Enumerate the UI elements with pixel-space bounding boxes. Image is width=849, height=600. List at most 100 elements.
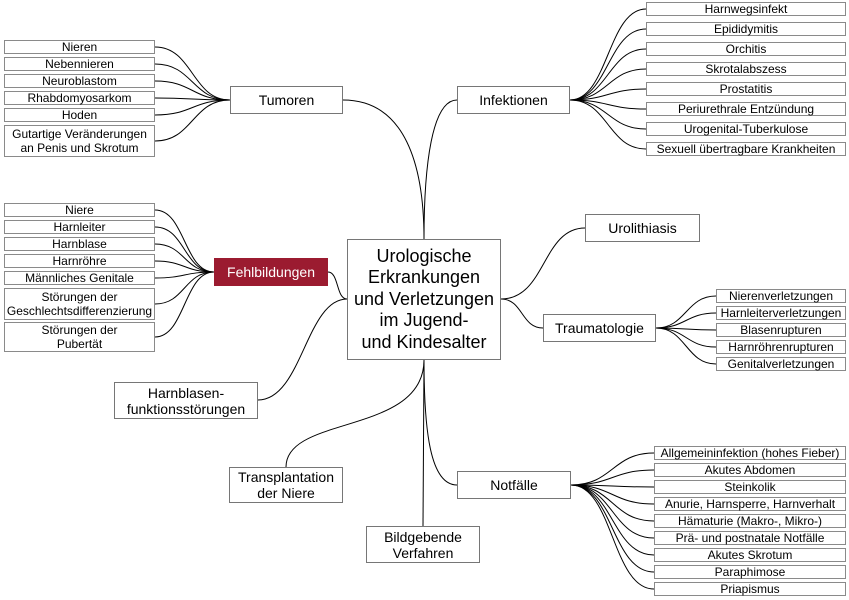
connector-traumatologie-item xyxy=(655,327,717,365)
connector-center-infektionen xyxy=(423,99,458,240)
subtopic-periurethrale-entzuendung: Periurethrale Entzündung xyxy=(646,102,846,116)
connector-center-tumoren xyxy=(342,99,425,240)
subtopic-allgemeininfektion: Allgemeininfektion (hohes Fieber) xyxy=(654,446,846,460)
topic-bildgebende-verfahren: Bildgebende Verfahren xyxy=(366,526,480,563)
topic-label-line-2: funktionsstörungen xyxy=(126,400,246,417)
connector-fehlbildungen-item xyxy=(154,271,215,279)
connector-center-transplantation xyxy=(285,359,425,468)
subtopic-prostatitis: Prostatitis xyxy=(646,82,846,96)
connector-tumoren-item xyxy=(154,80,231,101)
subtopic-pubertaet: Störungen der Pubertät xyxy=(4,322,155,352)
subtopic-sexuell-uebertragbare-krankheiten: Sexuell übertragbare Krankheiten xyxy=(646,142,846,156)
topic-tumoren: Tumoren xyxy=(230,86,343,114)
topic-label-line-1: Bildgebende xyxy=(384,528,462,545)
subtopic-line-1: Störungen der xyxy=(41,290,118,304)
connector-center-notfaelle xyxy=(423,359,458,486)
topic-label-line-1: Harnblasen- xyxy=(147,384,225,401)
topic-urolithiasis: Urolithiasis xyxy=(585,214,700,242)
subtopic-gutartige-veraenderungen: Gutartige Veränderungen an Penis und Skr… xyxy=(4,125,155,157)
connector-notfaelle-item xyxy=(570,469,655,486)
connector-tumoren-item xyxy=(154,63,231,101)
connector-tumoren-item xyxy=(154,99,231,116)
connector-fehlbildungen-item xyxy=(154,271,215,305)
connector-tumoren-item xyxy=(154,99,231,142)
connector-infektionen-item xyxy=(569,99,647,130)
subtopic-maennliches-genitale: Männliches Genitale xyxy=(4,271,155,285)
connector-center-traumatologie xyxy=(500,298,544,329)
subtopic-harnwegsinfekt: Harnwegsinfekt xyxy=(646,2,846,16)
subtopic-hoden: Hoden xyxy=(4,108,155,122)
topic-label-line-1: Transplantation xyxy=(238,469,334,485)
subtopic-genitalverletzungen: Genitalverletzungen xyxy=(716,357,846,371)
subtopic-anurie: Anurie, Harnsperre, Harnverhalt xyxy=(654,497,846,511)
topic-label-line-2: der Niere xyxy=(257,485,315,501)
central-topic-line-4: im Jugend- xyxy=(379,310,469,331)
topic-notfaelle: Notfälle xyxy=(457,471,571,499)
subtopic-rhabdomyosarkom: Rhabdomyosarkom xyxy=(4,91,155,105)
subtopic-harnroehre: Harnröhre xyxy=(4,254,155,268)
subtopic-haematurie: Hämaturie (Makro-, Mikro-) xyxy=(654,514,846,528)
subtopic-harnleiter: Harnleiter xyxy=(4,220,155,234)
subtopic-epididymitis: Epididymitis xyxy=(646,22,846,36)
connector-traumatologie-item xyxy=(655,327,717,348)
connector-fehlbildungen-item xyxy=(154,260,215,273)
subtopic-harnroehrenrupturen: Harnröhrenrupturen xyxy=(716,340,846,354)
subtopic-line-1: Störungen der xyxy=(41,323,118,337)
connector-infektionen-item xyxy=(569,8,647,101)
topic-fehlbildungen: Fehlbildungen xyxy=(214,258,328,286)
connector-fehlbildungen-item xyxy=(154,226,215,273)
subtopic-line-1: Gutartige Veränderungen xyxy=(12,127,147,141)
connector-notfaelle-item xyxy=(570,452,655,486)
subtopic-nierenverletzungen: Nierenverletzungen xyxy=(716,289,846,303)
subtopic-line-2: Geschlechtsdifferenzierung xyxy=(6,304,153,318)
connector-infektionen-item xyxy=(569,68,647,101)
connector-infektionen-item xyxy=(569,99,647,110)
connector-infektionen-item xyxy=(569,88,647,101)
connector-center-urolithiasis xyxy=(500,227,586,300)
central-topic-line-1: Urologische xyxy=(376,245,472,266)
central-topic-line-5: und Kindesalter xyxy=(361,331,487,352)
connector-infektionen-item xyxy=(569,28,647,101)
subtopic-akutes-skrotum: Akutes Skrotum xyxy=(654,548,846,562)
subtopic-nebennieren: Nebennieren xyxy=(4,57,155,71)
subtopic-geschlechtsdifferenzierung: Störungen der Geschlechtsdifferenzierung xyxy=(4,288,155,320)
subtopic-steinkolik: Steinkolik xyxy=(654,480,846,494)
subtopic-paraphimose: Paraphimose xyxy=(654,565,846,579)
subtopic-orchitis: Orchitis xyxy=(646,42,846,56)
connector-fehlbildungen-item xyxy=(154,243,215,273)
subtopic-skrotalabszess: Skrotalabszess xyxy=(646,62,846,76)
subtopic-praenatale-notfaelle: Prä- und postnatale Notfälle xyxy=(654,531,846,545)
subtopic-harnblase: Harnblase xyxy=(4,237,155,251)
subtopic-urogenital-tuberkulose: Urogenital-Tuberkulose xyxy=(646,122,846,136)
central-topic: Urologische Erkrankungen und Verletzunge… xyxy=(347,239,501,360)
connector-notfaelle-item xyxy=(570,484,655,590)
subtopic-line-2: an Penis und Skrotum xyxy=(20,141,139,155)
connector-tumoren-item xyxy=(154,46,231,101)
connector-infektionen-item xyxy=(569,99,647,150)
subtopic-niere: Niere xyxy=(4,203,155,217)
subtopic-blasenrupturen: Blasenrupturen xyxy=(716,323,846,337)
topic-label-line-2: Verfahren xyxy=(392,544,454,561)
connector-traumatologie-item xyxy=(655,295,717,329)
topic-harnblasenfunktionsstoerungen: Harnblasen- funktionsstörungen xyxy=(114,382,258,419)
connector-center-fehlbildungen xyxy=(327,271,348,300)
connector-notfaelle-item xyxy=(570,484,655,573)
central-topic-line-2: Erkrankungen xyxy=(367,267,481,288)
central-topic-line-3: und Verletzungen xyxy=(353,288,495,309)
topic-infektionen: Infektionen xyxy=(457,86,570,114)
topic-traumatologie: Traumatologie xyxy=(543,314,656,342)
subtopic-harnleiterverletzungen: Harnleiterverletzungen xyxy=(716,306,846,320)
topic-transplantation: Transplantation der Niere xyxy=(229,467,343,503)
connector-infektionen-item xyxy=(569,48,647,101)
connector-notfaelle-item xyxy=(570,484,655,539)
subtopic-akutes-abdomen: Akutes Abdomen xyxy=(654,463,846,477)
connector-fehlbildungen-item xyxy=(154,209,215,273)
subtopic-neuroblastom: Neuroblastom xyxy=(4,74,155,88)
connector-traumatologie-item xyxy=(655,312,717,329)
connector-center-bildgebung xyxy=(422,359,425,527)
connector-fehlbildungen-item xyxy=(154,271,215,338)
connector-center-harnblasenfunktion xyxy=(257,298,348,401)
subtopic-line-2: Pubertät xyxy=(56,337,103,351)
